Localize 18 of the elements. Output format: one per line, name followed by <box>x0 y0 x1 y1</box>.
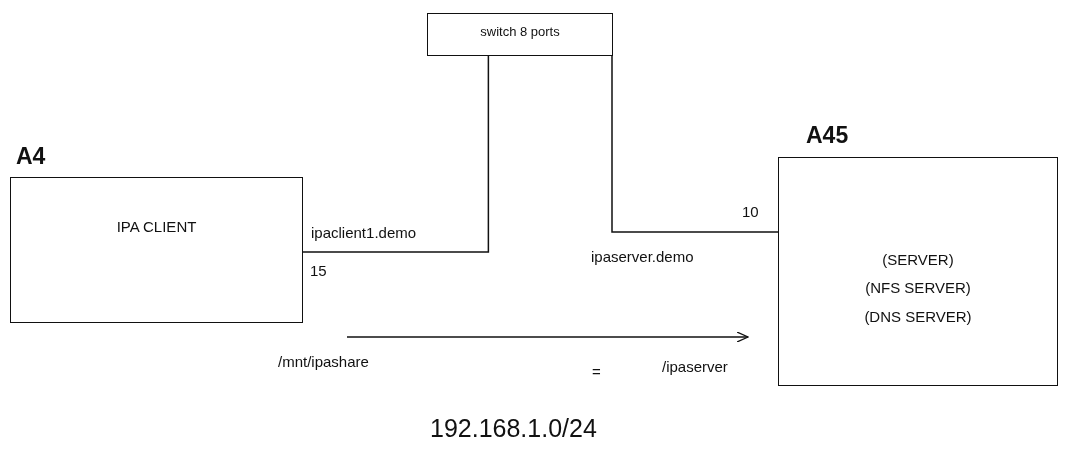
node-label: (DNS SERVER) <box>863 308 973 325</box>
node-label: switch 8 ports <box>479 24 561 39</box>
text-label: 15 <box>310 262 327 279</box>
host-name: A4 <box>16 143 46 170</box>
text-label: ipaclient1.demo <box>311 224 417 241</box>
node-label: (NFS SERVER) <box>864 279 972 296</box>
host-name: A45 <box>806 122 849 149</box>
text-label: /ipaserver <box>662 358 728 375</box>
network-address: 192.168.1.0/24 <box>430 414 597 443</box>
node-label: IPA CLIENT <box>115 218 198 235</box>
connector-line <box>302 55 490 253</box>
node-label: (SERVER) <box>881 251 955 268</box>
switch-box <box>427 13 613 56</box>
text-label: /mnt/ipashare <box>278 353 369 370</box>
equals-sign: = <box>592 363 601 380</box>
text-label: ipaserver.demo <box>591 248 694 265</box>
connector-line <box>611 55 779 233</box>
text-label: 10 <box>742 203 759 220</box>
